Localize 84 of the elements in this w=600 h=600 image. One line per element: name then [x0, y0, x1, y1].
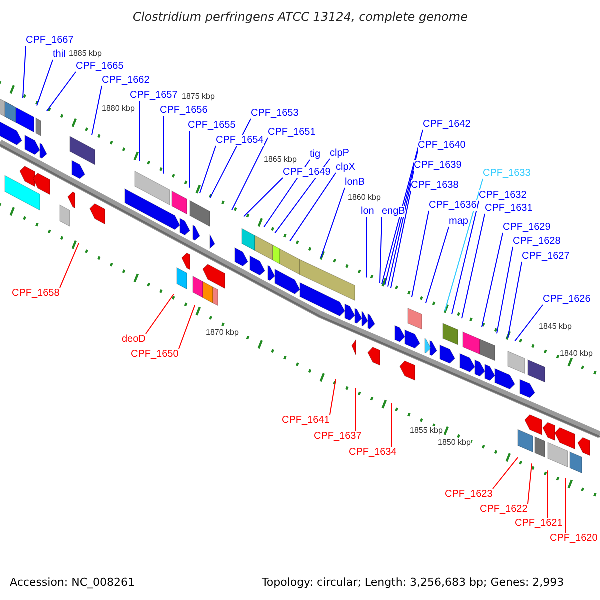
- leader-line: [452, 200, 480, 315]
- gene-label: CPF_1632: [479, 190, 527, 201]
- leader-line: [232, 138, 268, 211]
- gene-label: CPF_1627: [522, 251, 570, 262]
- leader-line: [290, 172, 336, 242]
- footer-text: Accession: NC_008261: [10, 576, 136, 589]
- gene-label: CPF_1665: [76, 61, 124, 72]
- leader-line: [388, 170, 414, 288]
- leader-line: [22, 46, 26, 99]
- leader-line: [426, 226, 450, 304]
- gene-label: CPF_1621: [515, 518, 563, 529]
- gene-label: CPF_1633: [483, 168, 531, 179]
- gene-label: CPF_1620: [550, 533, 598, 544]
- gene-label: CPF_1629: [503, 222, 551, 233]
- leader-line: [496, 246, 514, 334]
- gene-label: CPF_1640: [418, 140, 466, 151]
- gene-label: CPF_1667: [26, 35, 74, 46]
- scale-label: 1885 kbp: [69, 49, 102, 58]
- leader-line: [492, 457, 518, 490]
- gene-label: CPF_1650: [131, 349, 179, 360]
- gene-label: CPF_1639: [414, 160, 462, 171]
- scale-label: 1880 kbp: [102, 104, 135, 113]
- leader-line: [210, 118, 252, 200]
- leader-line: [330, 378, 336, 416]
- scale-label: 1845 kbp: [539, 322, 572, 331]
- leader-line: [508, 262, 522, 339]
- gene-label: engB: [382, 206, 406, 217]
- gene-label: CPF_1654: [216, 135, 264, 146]
- title: Clostridium perfringens ATCC 13124, complete genome: [133, 10, 468, 24]
- gene-label: CPF_1638: [411, 180, 459, 191]
- gene-label: CPF_1637: [314, 431, 362, 442]
- leader-line: [444, 178, 484, 312]
- gene-label: deoD: [122, 334, 146, 345]
- gene-label: CPF_1631: [485, 203, 533, 214]
- leader-line: [528, 463, 532, 504]
- gene-label: CPF_1657: [130, 90, 178, 101]
- leader-line: [46, 72, 76, 112]
- gene-label: CPF_1662: [102, 75, 150, 86]
- gene-label: CPF_1653: [251, 108, 299, 119]
- scale-label: 1840 kbp: [560, 349, 593, 358]
- scale-label: 1870 kbp: [206, 328, 239, 338]
- gene-label: CPF_1641: [282, 415, 330, 426]
- leader-line: [366, 216, 368, 278]
- gene-label: CPF_1658: [12, 288, 60, 299]
- leader-line: [36, 60, 54, 106]
- gene-label: clpP: [330, 148, 350, 159]
- gene-label: clpX: [336, 162, 356, 173]
- gene-label: CPF_1622: [480, 504, 528, 515]
- leader-line: [514, 304, 544, 342]
- scale-label: 1855 kbp: [410, 426, 443, 436]
- leader-line: [412, 210, 430, 298]
- gene-label: CPF_1649: [283, 167, 331, 178]
- leader-line: [178, 305, 196, 350]
- gene-label: CPF_1651: [268, 127, 316, 138]
- gene-label: CPF_1642: [423, 119, 471, 130]
- leader-line: [60, 242, 80, 288]
- leader-line: [382, 130, 424, 285]
- leader-line: [320, 188, 346, 259]
- scale-label: 1850 kbp: [438, 438, 471, 448]
- leader-line: [92, 86, 102, 136]
- leader-line: [390, 190, 412, 289]
- gene-label: CPF_1628: [513, 236, 561, 247]
- gene-label: lonB: [345, 177, 366, 188]
- scale-label: 1860 kbp: [348, 193, 381, 202]
- leader-line: [200, 146, 216, 194]
- scale-label: 1875 kbp: [182, 92, 215, 101]
- scale-label: 1865 kbp: [264, 155, 297, 164]
- gene-label: CPF_1634: [349, 447, 397, 458]
- gene-label: thiI: [53, 49, 66, 60]
- leader-line: [482, 232, 504, 328]
- leader-line: [146, 294, 174, 334]
- leader-line: [462, 214, 486, 320]
- footer-text: Topology: circular; Length: 3,256,683 bp; Genes: 2,993: [262, 576, 564, 589]
- gene-label: CPF_1636: [429, 200, 477, 211]
- gene-label: CPF_1623: [445, 489, 493, 500]
- gene-label: lon: [361, 206, 374, 217]
- gene-label: tig: [310, 149, 321, 160]
- leader-line: [380, 216, 382, 284]
- leader-line: [244, 178, 284, 218]
- gene-label: CPF_1626: [543, 294, 591, 305]
- gene-label: map: [449, 216, 468, 227]
- gene-label: CPF_1655: [188, 120, 236, 131]
- leader-line: [384, 150, 418, 286]
- gene-label: CPF_1656: [160, 105, 208, 116]
